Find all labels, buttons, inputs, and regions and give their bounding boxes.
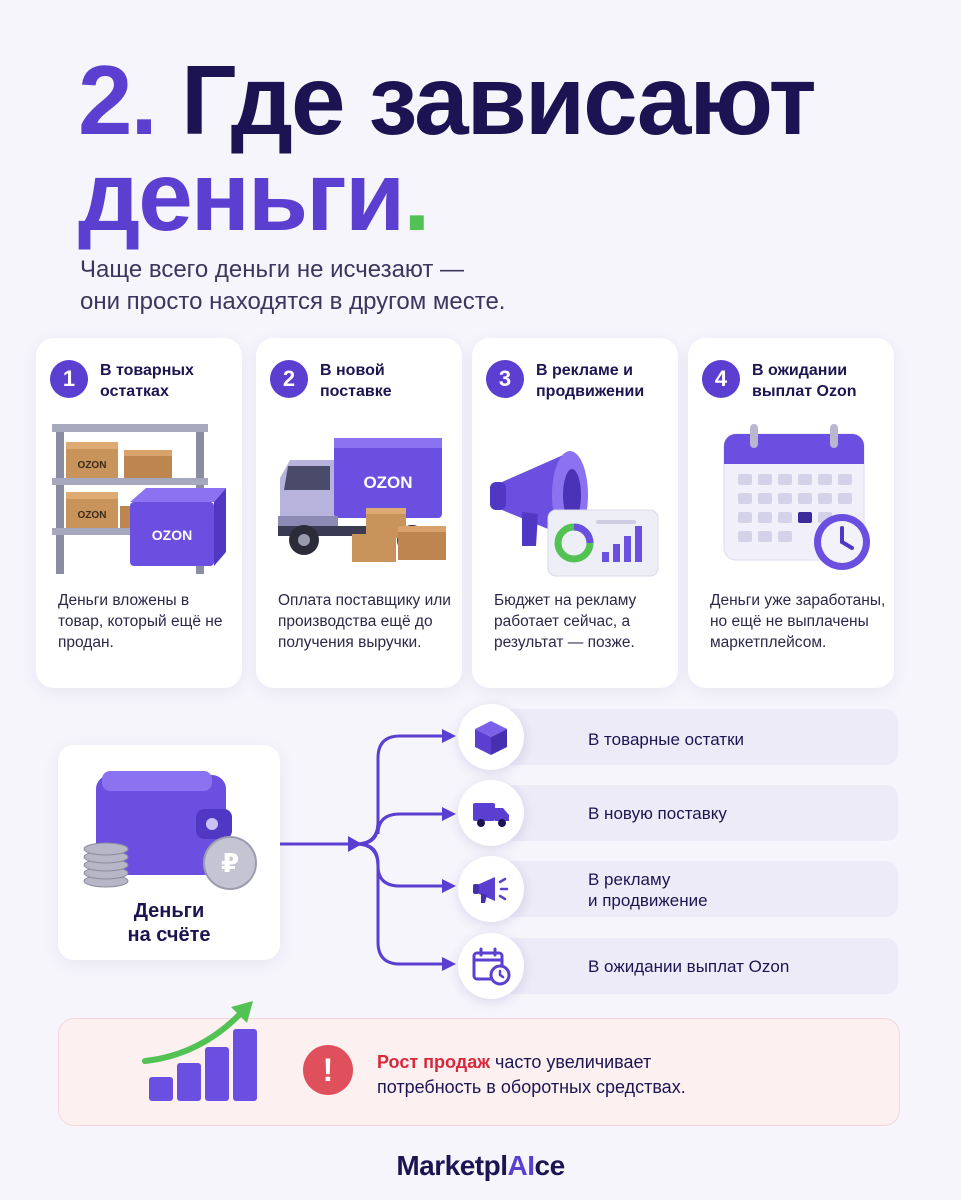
dest-label: В рекламу и продвижение	[588, 869, 888, 911]
card-number-badge: 2	[270, 360, 308, 398]
box-label: OZON	[78, 460, 107, 471]
logo-part3: ce	[534, 1150, 566, 1181]
card-text: Оплата поставщику или производства ещё д…	[278, 592, 451, 651]
wallet-label-line2: на счёте	[127, 924, 211, 946]
dest-circle	[458, 933, 524, 999]
subtitle-line1: Чаще всего деньги не исчезают —	[80, 256, 465, 283]
megaphone-analytics-icon	[490, 451, 659, 577]
card-title: В товарных остатках	[100, 362, 194, 400]
card-payouts: 4 В ожидании выплат Ozon Деньги уже зара…	[688, 338, 894, 688]
warehouse-shelf-icon: OZON OZON OZON	[52, 424, 226, 574]
megaphone-icon	[473, 877, 509, 903]
wallet-icon: ₽	[83, 771, 257, 890]
calendar-clock-icon	[723, 424, 870, 570]
alert-text: Рост продаж часто увеличивает потребност…	[377, 1050, 857, 1100]
title-line1: Где зависают	[180, 45, 817, 155]
dest-label: В ожидании выплат Ozon	[588, 957, 790, 976]
title-line2-text: деньги	[78, 141, 405, 251]
box-icon	[475, 721, 507, 755]
card-new-supply: 2 В новой поставке OZON Оплата поставщик…	[256, 338, 462, 688]
dest-row-stock	[500, 709, 898, 765]
dest-label: В новую поставку	[588, 804, 727, 823]
svg-text:₽: ₽	[221, 849, 239, 879]
dest-label-line1: В рекламу	[588, 870, 671, 889]
delivery-truck-icon: OZON	[278, 438, 446, 562]
box-label: OZON	[152, 527, 192, 543]
subtitle: Чаще всего деньги не исчезают — они прос…	[80, 254, 640, 318]
dest-circle	[458, 856, 524, 922]
truck-icon	[473, 803, 509, 827]
card-text: Бюджет на рекламу работает сейчас, а рез…	[494, 592, 637, 651]
card-number-badge: 1	[50, 360, 88, 398]
dest-row-ads	[500, 861, 898, 917]
flow-arrows	[280, 729, 456, 971]
alert-text-rest: часто увеличивает	[489, 1052, 652, 1072]
warning-icon: !	[303, 1045, 353, 1095]
alert-banner: ! Рост продаж часто увеличивает потребно…	[58, 1001, 900, 1126]
wallet-label: Деньги на счёте	[58, 899, 280, 947]
card-title: В ожидании выплат Ozon	[752, 362, 857, 400]
dest-row-payouts	[500, 938, 898, 994]
truck-label: OZON	[363, 473, 412, 492]
growth-chart-icon	[142, 1001, 257, 1101]
card-number-badge: 4	[702, 360, 740, 398]
dest-circle	[458, 704, 524, 770]
card-title: В рекламе и продвижении	[536, 362, 645, 400]
calendar-clock-icon	[472, 947, 511, 986]
title-line2: деньги.	[78, 147, 938, 245]
logo-part2: AI	[507, 1150, 536, 1181]
subtitle-line2: они просто находятся в другом месте.	[80, 288, 506, 315]
dest-label: В товарные остатки	[588, 730, 744, 749]
card-title: В новой поставке	[320, 362, 392, 400]
box-label: OZON	[78, 510, 107, 521]
card-text: Деньги уже заработаны, но ещё не выплаче…	[710, 592, 886, 651]
wallet-card: ₽ Деньги на счёте	[58, 745, 280, 960]
wallet-label-line1: Деньги	[133, 900, 205, 922]
cards-row: 1 В товарных остатках OZON OZON OZON Ден…	[36, 338, 920, 688]
card-stock: 1 В товарных остатках OZON OZON OZON Ден…	[36, 338, 242, 688]
logo-part1: Marketpl	[396, 1150, 508, 1181]
dest-circle	[458, 780, 524, 846]
alert-text-line2: потребность в оборотных средствах.	[377, 1077, 686, 1097]
title-dot: .	[403, 141, 430, 251]
card-text: Деньги вложены в товар, который ещё не п…	[58, 592, 223, 651]
dest-label-line2: и продвижение	[588, 891, 708, 910]
title-number: 2.	[78, 45, 158, 155]
card-number-badge: 3	[486, 360, 524, 398]
alert-highlight: Рост продаж	[377, 1052, 490, 1072]
card-ads: 3 В рекламе и продвижении Бюджет на рекл…	[472, 338, 678, 688]
page-title: 2. Где зависают деньги.	[78, 51, 938, 245]
dest-row-supply	[500, 785, 898, 841]
brand-logo: MarketplAIce	[0, 1150, 961, 1182]
